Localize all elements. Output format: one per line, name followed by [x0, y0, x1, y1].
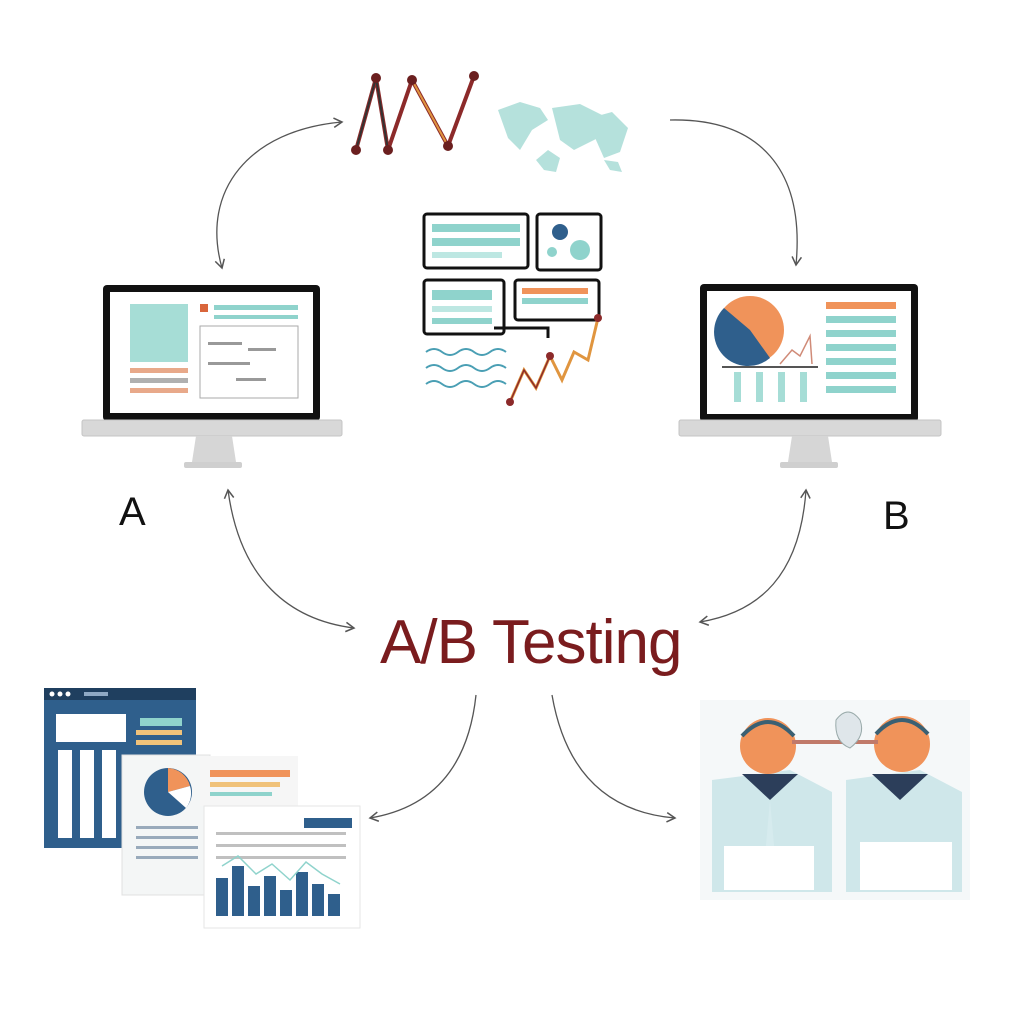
variant-a-label: A — [119, 490, 146, 534]
arrow-title-to-users — [551, 694, 677, 823]
arrow-b-to-title — [698, 488, 811, 626]
page-title: A/B Testing — [380, 608, 682, 677]
dashboard-icon — [422, 212, 603, 406]
monitor-variant-a-icon — [81, 285, 343, 468]
arrow-title-to-reports — [368, 694, 477, 822]
world-map-icon — [498, 102, 628, 172]
arrow-map-to-b — [669, 119, 803, 267]
users-icon — [700, 700, 970, 900]
line-chart-icon — [351, 71, 479, 155]
variant-b-label: B — [883, 494, 910, 538]
report-documents-icon — [44, 688, 361, 929]
cycle-arrows-icon — [214, 117, 811, 823]
monitor-variant-b-icon — [678, 284, 942, 468]
arrow-a-to-title — [223, 488, 356, 633]
arrow-a-to-chart — [214, 117, 344, 270]
